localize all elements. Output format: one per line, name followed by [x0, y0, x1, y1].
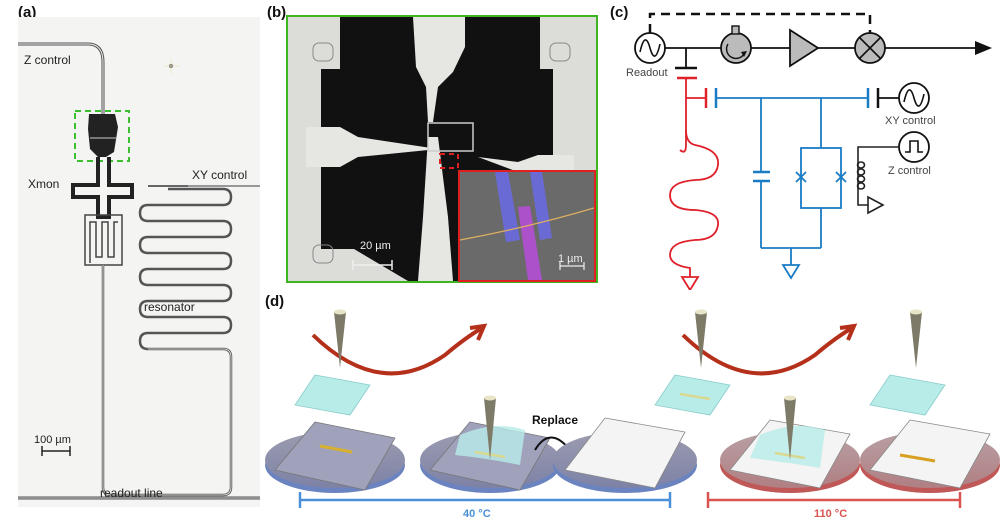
label-resonator: resonator [144, 300, 195, 314]
readout-resonator [669, 76, 719, 277]
electrode-blue-2 [530, 172, 552, 240]
squid-region [88, 114, 118, 157]
step-3 [553, 309, 731, 493]
scale-bar-1um [559, 262, 585, 270]
xy-control-source-icon [876, 82, 930, 114]
label-scale-1um: 1 µm [558, 253, 583, 265]
panel-b-micrograph [286, 15, 598, 283]
squid-highlight-box [74, 110, 130, 162]
amplifier-icon [789, 28, 820, 68]
scale-bar-100um [41, 446, 71, 456]
panel-c-label: (c) [610, 4, 629, 21]
sem-inset-image [460, 172, 594, 280]
scale-bar-20um [352, 260, 393, 270]
step-1 [265, 309, 405, 493]
qubit-circuit [714, 88, 870, 265]
probe-tip [334, 312, 346, 368]
electrode-blue-1 [495, 172, 520, 242]
film-sheet [294, 374, 371, 416]
xmon-cross [71, 157, 134, 219]
process-arrow-2 [681, 323, 858, 376]
step-2 [420, 395, 560, 493]
circuit-diagram [634, 12, 992, 290]
panel-a-label: (a) [18, 4, 37, 21]
label-temp-110c: 110 °C [814, 508, 848, 520]
sem-inset [458, 170, 596, 282]
feedback-dashed-line [648, 12, 872, 33]
inset-location-marker [439, 153, 459, 169]
panel-d-label: (d) [265, 293, 285, 310]
electrode-purple [518, 206, 542, 280]
circuit-chip [564, 417, 686, 489]
label-xy-control: XY control [192, 168, 248, 182]
label-z-control: Z control [24, 53, 71, 67]
label-temp-40c: 40 °C [463, 508, 491, 520]
label-scale-20um: 20 µm [360, 240, 391, 252]
step-4 [720, 395, 860, 493]
transfer-process-illustration [265, 309, 1000, 508]
label-replace: Replace [532, 413, 579, 427]
chip-layout-image [18, 42, 260, 500]
panel-b-label: (b) [267, 4, 287, 21]
label-z-control-c: Z control [888, 165, 931, 177]
flux-coil-icon [856, 146, 899, 215]
panel-a-micrograph [18, 17, 260, 507]
ground-icon-blue [781, 264, 801, 280]
resonator-meander [138, 187, 233, 351]
step-5 [860, 309, 1000, 493]
label-readout: Readout [626, 67, 668, 79]
label-xmon: Xmon [28, 177, 60, 191]
label-xy-control-c: XY control [885, 115, 936, 127]
temperature-bracket-40c [298, 492, 672, 508]
readout-source-icon [634, 32, 666, 64]
circulator-icon [720, 25, 752, 64]
process-arrow-1 [311, 323, 488, 376]
label-readout-line: readout line [100, 486, 163, 500]
mixer-icon [854, 32, 886, 64]
temperature-bracket-110c [706, 492, 962, 508]
z-control-source-icon [898, 131, 930, 163]
ground-icon-red [680, 276, 700, 290]
output-arrow-icon [975, 41, 992, 55]
nanowire [460, 207, 594, 241]
label-scale-100um: 100 µm [34, 434, 71, 446]
